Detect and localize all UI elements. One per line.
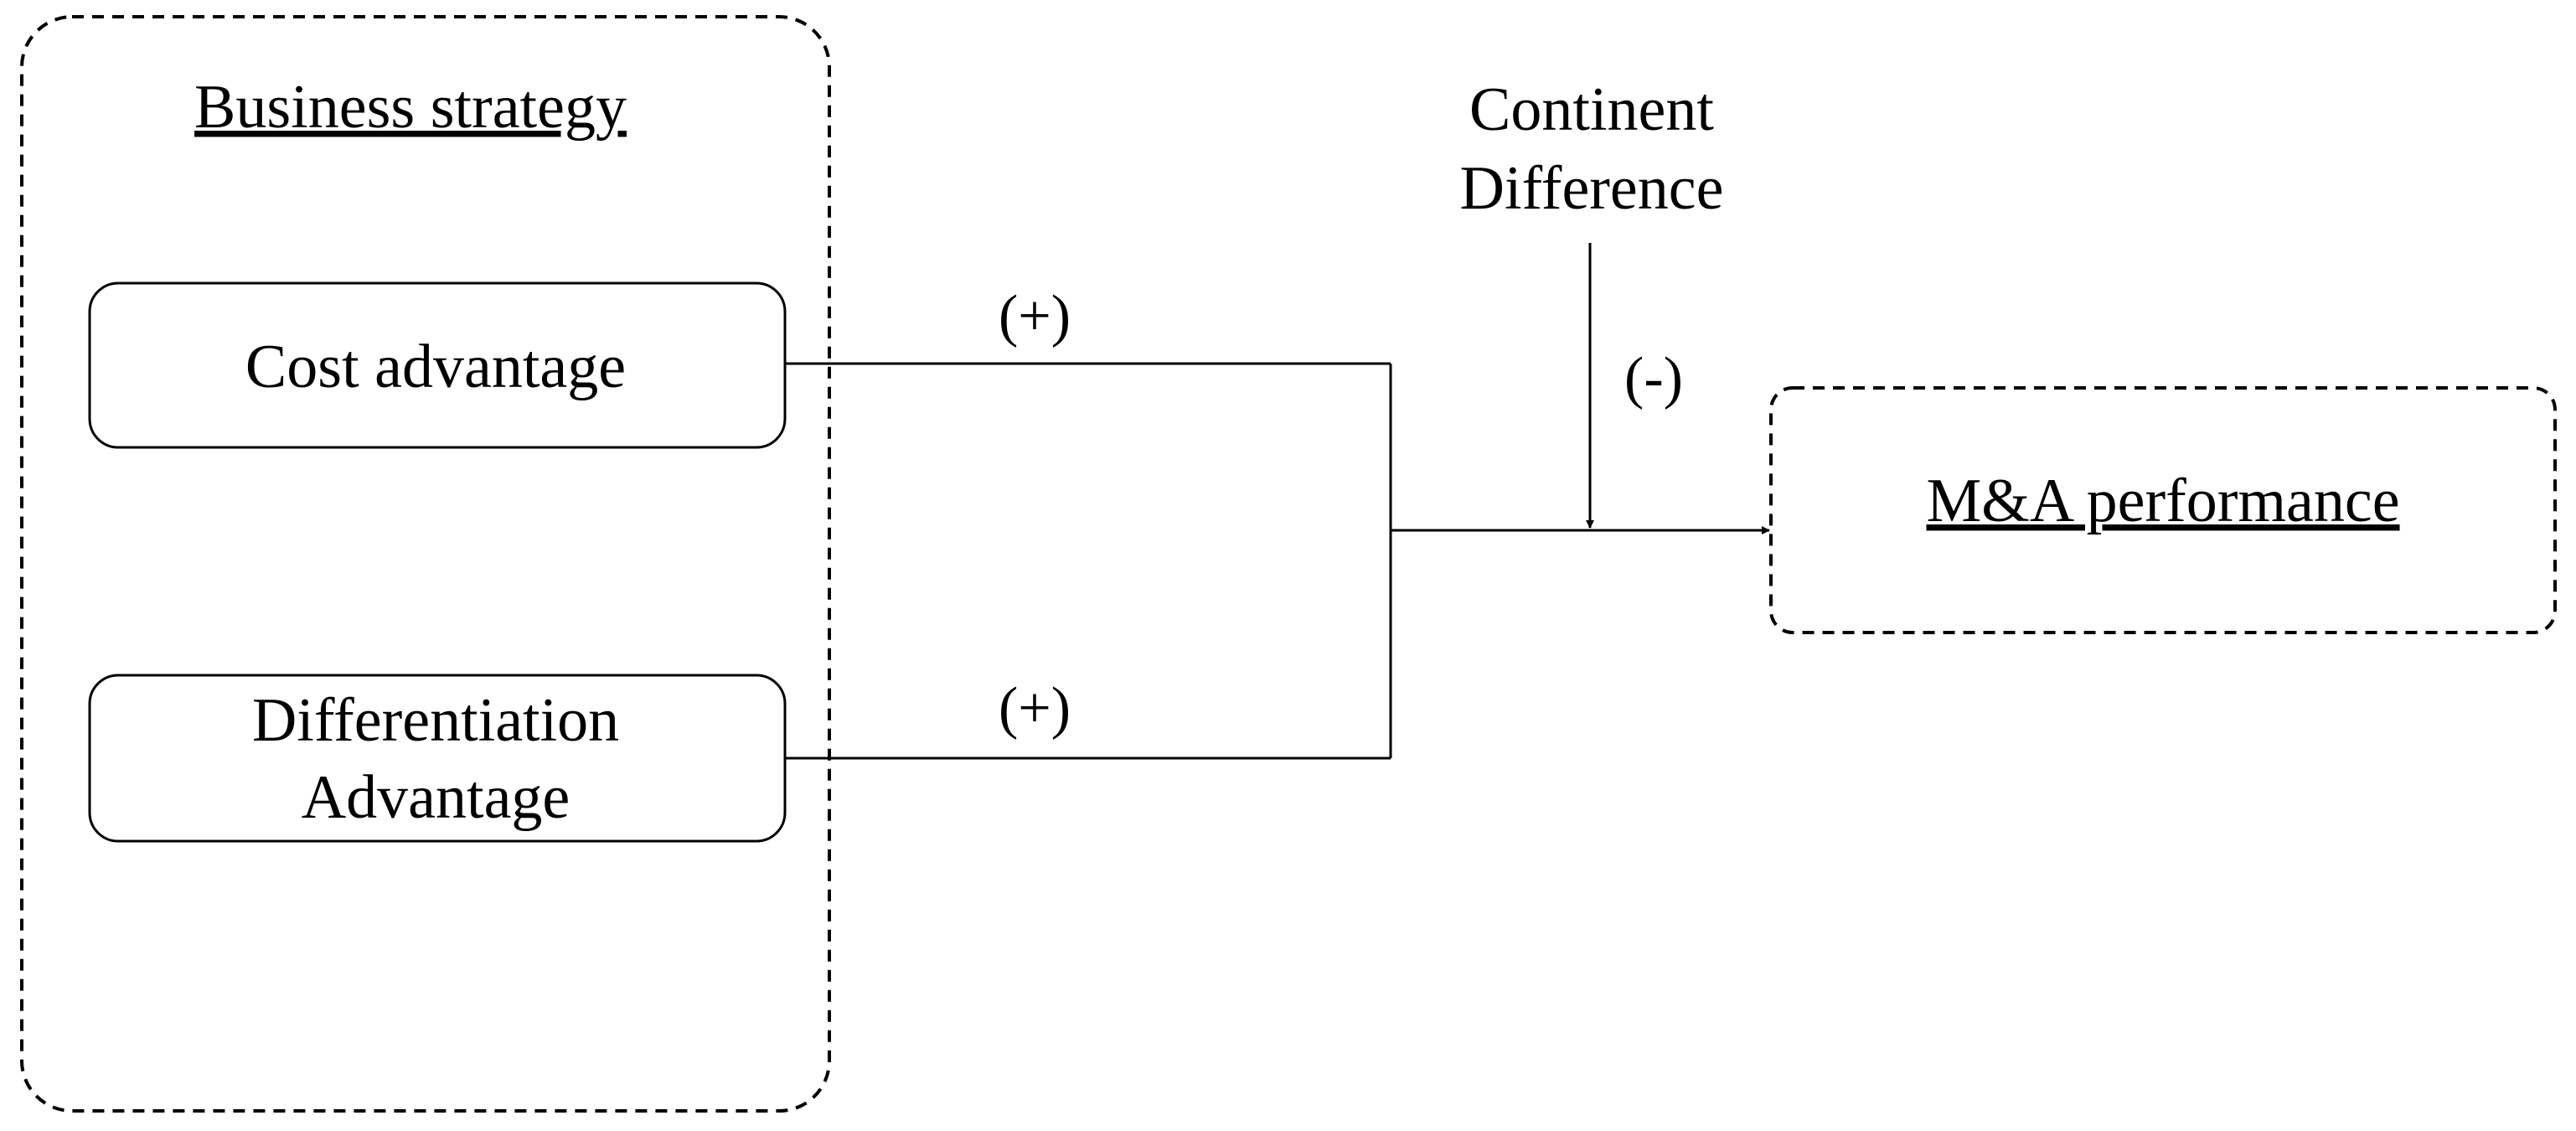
differentiation-path-sign: (+) bbox=[999, 676, 1071, 741]
cost-path-sign: (+) bbox=[999, 284, 1071, 349]
ma-performance-label: M&A performance bbox=[1926, 467, 2399, 535]
differentiation-advantage-label-line1: Differentiation bbox=[252, 686, 619, 755]
cost-advantage-node bbox=[88, 281, 787, 449]
business-strategy-title: Business strategy bbox=[194, 73, 627, 142]
moderator-label-line2: Difference bbox=[1460, 154, 1724, 223]
differentiation-advantage-label-line2: Advantage bbox=[302, 763, 570, 832]
ma-performance-box bbox=[1769, 386, 2557, 634]
cost-advantage-label: Cost advantage bbox=[245, 333, 626, 401]
moderator-sign: (-) bbox=[1624, 346, 1683, 411]
business-strategy-group-box bbox=[20, 15, 831, 1113]
moderator-label-line1: Continent bbox=[1469, 75, 1714, 144]
